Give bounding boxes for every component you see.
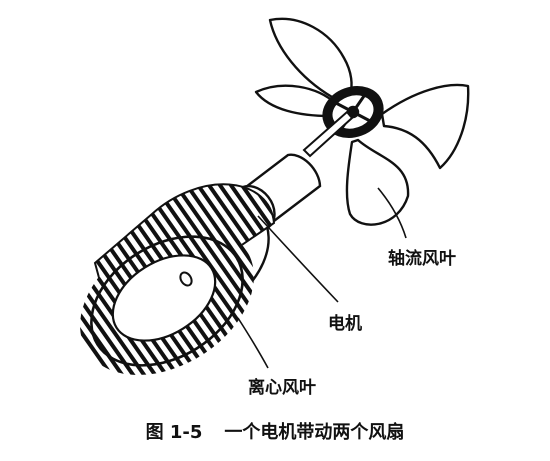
leader-line-centrifugal-fan [237,317,269,369]
axial-fan-blade-right [380,83,470,170]
centrifugal-fan-hub-hole [179,271,193,287]
leader-line-motor [257,215,339,303]
label-centrifugal-fan: 离心风叶 [248,378,316,398]
centrifugal-fan-outer-rim [90,235,244,367]
figure-number: 图 1-5 [145,422,203,443]
label-axial-fan: 轴流风叶 [388,249,456,269]
figure-caption-text: 一个电机带动两个风扇 [224,422,405,443]
motor-shaft [302,110,354,158]
axial-fan-blade-lower [345,138,410,226]
label-motor: 电机 [328,314,362,334]
centrifugal-fan [80,183,276,375]
leader-line-axial-fan [377,187,407,239]
axial-fan-blade-upper [268,17,353,99]
figure-caption: 图 1-5 一个电机带动两个风扇 [0,418,550,444]
axial-fan-blade-left [254,84,338,118]
